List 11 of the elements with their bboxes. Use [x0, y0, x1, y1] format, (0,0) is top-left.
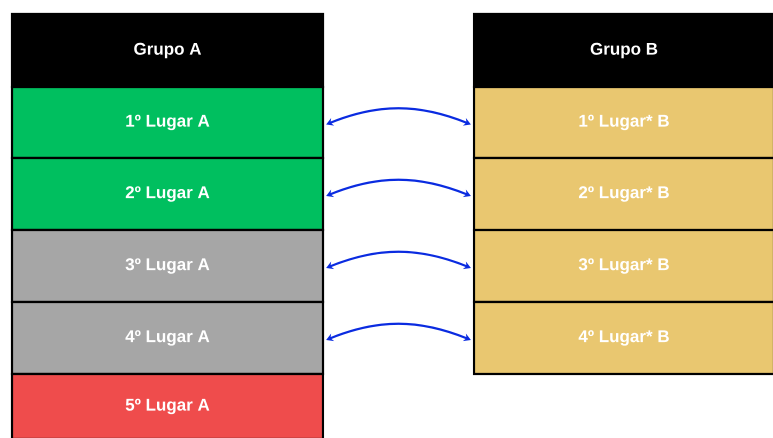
ranking-box: 4º Lugar A	[10, 300, 324, 376]
ranking-box: 2º Lugar* B	[472, 156, 773, 232]
ranking-box: 2º Lugar A	[10, 156, 324, 232]
ranking-box: 3º Lugar* B	[472, 228, 773, 304]
ranking-box: 1º Lugar A	[10, 86, 324, 160]
header-box: Grupo A	[10, 12, 324, 88]
ranking-box: 1º Lugar* B	[472, 86, 773, 160]
ranking-box: 3º Lugar A	[10, 228, 324, 304]
header-box: Grupo B	[472, 12, 773, 88]
ranking-box: 5º Lugar A	[10, 372, 324, 438]
ranking-box: 4º Lugar* B	[472, 300, 773, 376]
